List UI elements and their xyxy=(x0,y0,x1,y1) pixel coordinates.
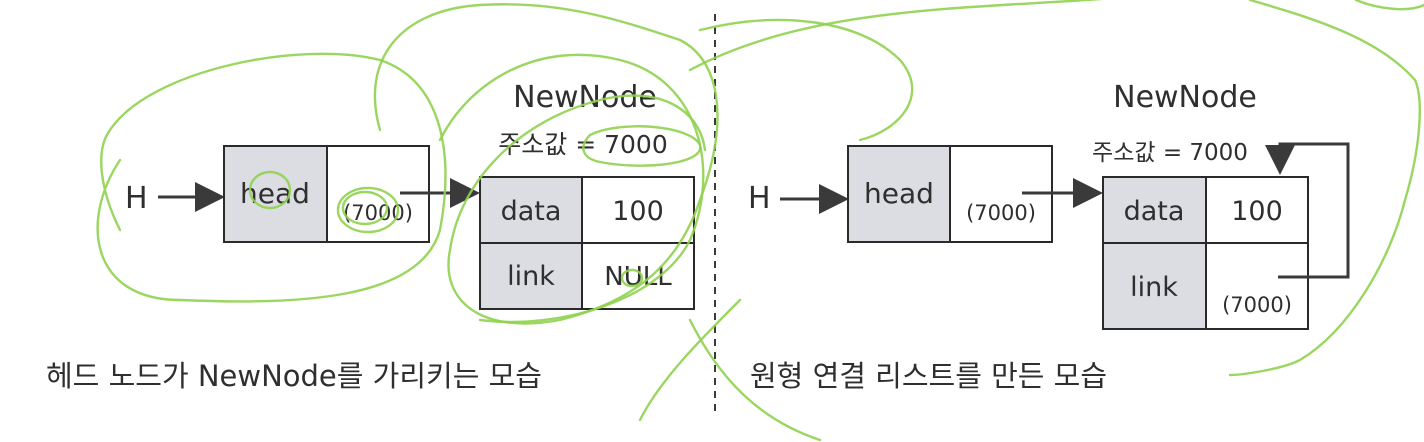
left-data-value-cell xyxy=(581,176,695,244)
right-head-label-cell xyxy=(847,145,951,243)
left-link-label-cell xyxy=(479,242,583,310)
right-panel: H head (7000) NewNode 주소값 = 7000 data 10… xyxy=(748,80,1350,393)
right-head-value-cell xyxy=(949,145,1053,243)
left-link-label: link xyxy=(507,261,555,292)
right-head-value: (7000) xyxy=(966,201,1036,225)
left-link-value-cell xyxy=(581,242,695,310)
right-head-pointer: H xyxy=(748,181,771,216)
left-data-value: 100 xyxy=(612,196,664,227)
left-head-pointer: H xyxy=(125,181,148,216)
right-circular-link-arrow xyxy=(1265,142,1350,279)
right-data-value: 100 xyxy=(1231,196,1283,227)
right-link-value: (7000) xyxy=(1222,293,1292,317)
right-newnode-title: NewNode xyxy=(1113,80,1257,115)
right-data-label: data xyxy=(1124,196,1185,227)
left-data-label: data xyxy=(501,196,562,227)
left-panel: H head (7000) NewNode 주소값 = 7000 data 10… xyxy=(46,80,695,393)
right-link-label-cell xyxy=(1102,242,1207,330)
left-caption: 헤드 노드가 NewNode를 가리키는 모습 xyxy=(46,359,542,393)
right-head-label: head xyxy=(864,177,934,210)
left-newnode-title: NewNode xyxy=(513,80,657,115)
handwritten-annotations xyxy=(96,0,1424,442)
right-head-node: head (7000) xyxy=(847,145,1053,243)
right-newnode-address: 주소값 = 7000 xyxy=(1092,140,1248,166)
right-caption: 원형 연결 리스트를 만든 모습 xyxy=(750,359,1107,393)
right-data-label-cell xyxy=(1102,176,1207,244)
left-head-node: head (7000) xyxy=(223,145,430,243)
left-newnode: data 100 link NULL xyxy=(479,176,695,310)
right-newnode: data 100 link (7000) xyxy=(1102,176,1309,330)
right-link-value-cell xyxy=(1205,242,1309,330)
right-link-label: link xyxy=(1130,272,1178,303)
